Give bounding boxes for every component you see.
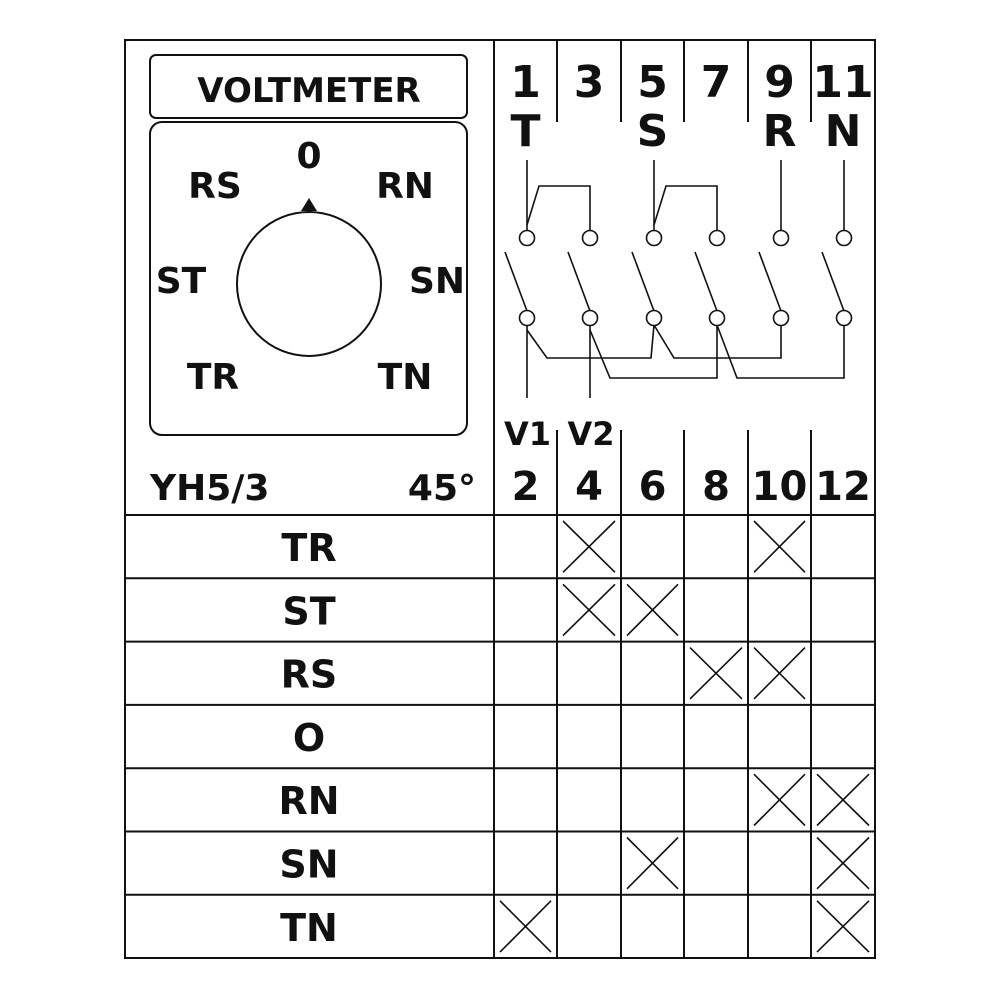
cross-stroke-b [753, 520, 806, 573]
contact-blade-3 [567, 251, 591, 312]
row-label-st: ST [282, 589, 335, 633]
terminal-circle-7 [708, 229, 726, 247]
terminal-circle-2 [518, 309, 536, 327]
terminal-circle-8 [708, 309, 726, 327]
model-label: YH5/3 [149, 468, 269, 509]
faceplate: VOLTMETER 0 RN SN TN TR ST RS YH5/3 45° [149, 54, 476, 509]
bridge-1-3 [526, 185, 591, 231]
terminal-top-3: 3 [574, 57, 605, 108]
terminal-bottom-2: 2 [512, 464, 540, 510]
cross-stroke-b [562, 583, 616, 637]
cross-stroke-b [689, 647, 743, 700]
terminal-bottom-6: 6 [639, 464, 667, 510]
bridge-5-7 [653, 185, 718, 231]
row-label-tn: TN [280, 906, 338, 950]
cross-stroke-b [753, 647, 806, 700]
rotary-knob[interactable] [236, 211, 382, 357]
phase-label-S: S [637, 106, 669, 157]
row-label-tr: TR [281, 526, 336, 570]
contact-blade-5 [631, 251, 655, 312]
dial-label-st: ST [156, 261, 207, 302]
terminal-bottom-12: 12 [815, 464, 871, 510]
closed-mark-tr-10 [753, 520, 806, 573]
terminal-circle-6 [645, 309, 663, 327]
title-box [149, 54, 468, 119]
cross-stroke-b [562, 520, 616, 573]
row-label-rn: RN [278, 779, 339, 823]
terminal-top-11: 11 [812, 57, 873, 108]
terminal-top-1: 1 [510, 57, 541, 108]
contact-blade-11 [821, 251, 845, 312]
terminal-circle-3 [581, 229, 599, 247]
row-label-sn: SN [279, 843, 338, 887]
terminal-circle-9 [772, 229, 790, 247]
row-label-rs: RS [281, 653, 338, 697]
terminal-circle-4 [581, 309, 599, 327]
output-label-v2: V2 [567, 415, 614, 453]
pointer-icon [301, 198, 317, 211]
closed-mark-sn-6 [626, 836, 679, 890]
wire-6-10 [653, 324, 782, 359]
closed-mark-sn-12 [816, 836, 870, 890]
switching-table: TR ST RS O RN SN TN [125, 515, 875, 958]
closed-mark-tn-12 [816, 900, 870, 953]
cross-stroke-b [499, 900, 552, 953]
dial-label-tr: TR [187, 357, 239, 398]
closed-mark-rn-10 [753, 773, 806, 827]
contact-blade-9 [758, 251, 782, 312]
wire-8-12 [716, 324, 845, 379]
closed-mark-st-6 [626, 583, 679, 637]
terminal-top-9: 9 [764, 57, 795, 108]
dial-label-sn: SN [409, 261, 465, 302]
terminal-bottom-4: 4 [575, 464, 603, 510]
phase-label-N: N [825, 106, 862, 157]
closed-mark-tn-2 [499, 900, 552, 953]
wire-2-6 [526, 324, 655, 359]
cross-stroke-b [626, 583, 679, 637]
closed-mark-rs-8 [689, 647, 743, 700]
dial-label-rs: RS [188, 166, 242, 207]
dial-plate [149, 121, 468, 436]
terminal-top-5: 5 [637, 57, 668, 108]
cross-stroke-b [626, 836, 679, 890]
cross-stroke-b [816, 836, 870, 890]
cross-stroke-b [753, 773, 806, 827]
dial-label-0: 0 [296, 136, 321, 177]
closed-mark-rn-12 [816, 773, 870, 827]
terminal-bottom-8: 8 [702, 464, 730, 510]
angle-label: 45° [408, 468, 476, 509]
closed-mark-st-4 [562, 583, 616, 637]
terminal-circle-10 [772, 309, 790, 327]
closed-mark-tr-4 [562, 520, 616, 573]
terminal-circle-12 [835, 309, 853, 327]
terminal-bottom-10: 10 [752, 464, 808, 510]
dial-label-tn: TN [378, 357, 433, 398]
closed-mark-rs-10 [753, 647, 806, 700]
cross-stroke-b [816, 900, 870, 953]
terminal-circle-5 [645, 229, 663, 247]
dial-label-rn: RN [376, 166, 434, 207]
row-label-o: O [293, 716, 325, 760]
wire-4-8 [589, 325, 718, 379]
phase-label-T: T [510, 106, 540, 157]
contact-blade-7 [694, 251, 718, 312]
phase-label-R: R [763, 106, 797, 157]
terminal-circle-1 [518, 229, 536, 247]
outer-frame [124, 39, 876, 959]
output-label-v1: V1 [504, 415, 551, 453]
panel-title: VOLTMETER [197, 71, 421, 111]
contact-blade-1 [504, 251, 528, 312]
terminal-circle-11 [835, 229, 853, 247]
cross-stroke-b [816, 773, 870, 827]
terminal-top-7: 7 [701, 57, 732, 108]
